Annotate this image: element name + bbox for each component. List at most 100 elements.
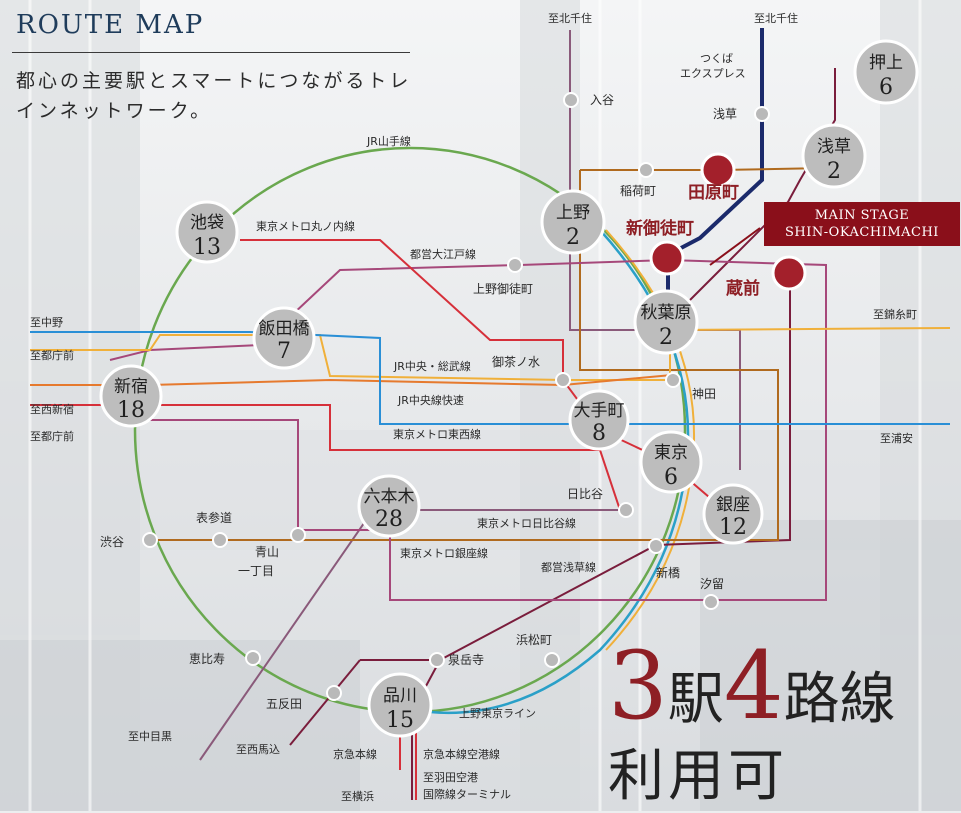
ginza-name: 銀座 [716, 495, 750, 515]
station-shinokachimachi [649, 240, 685, 276]
oedo-label: 都営大江戸線 [410, 247, 476, 261]
ikebukuro-name: 池袋 [190, 213, 224, 233]
kanda-label: 神田 [692, 387, 716, 401]
shinjuku-name: 新宿 [114, 377, 148, 397]
ebisu-label: 恵比寿 [189, 652, 225, 666]
station-omotesando [212, 532, 228, 548]
station-kuramae [771, 255, 807, 291]
page-title: ROUTE MAP [16, 10, 205, 40]
main-stage-line2: SHIN-OKACHIMACHI [785, 225, 939, 240]
dir-haneda-2: 国際線ターミナル [423, 787, 511, 801]
asakusa-line [689, 68, 836, 301]
station-ueno [540, 189, 606, 255]
dir-nishimagome: 至西馬込 [236, 743, 280, 756]
station-ginza [702, 483, 764, 545]
summary-station-count: 3 [608, 632, 668, 741]
station-tokyo [639, 430, 703, 494]
dir-kinshicho: 至錦糸町 [873, 307, 917, 321]
ueno-okachimachi-label: 上野御徒町 [473, 281, 533, 296]
asakusa-tx-label: 浅草 [713, 107, 737, 121]
station-tawaramachi [700, 152, 736, 188]
hamamatsucho-label: 浜松町 [516, 633, 552, 647]
dir-haneda-1: 至羽田空港 [423, 770, 478, 784]
main-stage-line1: MAIN STAGE [814, 208, 910, 223]
station-shiodome [703, 594, 719, 610]
station-shibuya [142, 532, 158, 548]
summary-lines-word: 路線 [783, 667, 896, 732]
station-roppongi [357, 474, 421, 538]
station-asakusa [801, 123, 867, 189]
asakusa-name: 浅草 [817, 137, 851, 157]
station-hibiya [618, 502, 634, 518]
tokyo-minutes: 6 [664, 465, 678, 490]
roppongi-name: 六本木 [364, 487, 415, 507]
akihabara-name: 秋葉原 [641, 303, 692, 323]
otemachi-minutes: 8 [592, 421, 606, 446]
hibiya-line-label: 東京メトロ日比谷線 [477, 516, 576, 530]
hibiya-label: 日比谷 [567, 487, 603, 501]
ueno-name: 上野 [556, 203, 590, 223]
ginza-line [580, 167, 827, 171]
aoyama-label: 青山 [255, 545, 279, 559]
dir-tochomae-b: 至都庁前 [30, 429, 74, 443]
dir-yokohama: 至横浜 [341, 789, 374, 803]
marunouchi-label: 東京メトロ丸ノ内線 [256, 219, 355, 233]
tsukuba-label-2: エクスプレス [680, 67, 746, 80]
station-asakusa-tx [754, 106, 770, 122]
tozai-line [30, 331, 950, 425]
station-gotanda [326, 685, 342, 701]
kuramae-label: 蔵前 [726, 278, 760, 299]
ginza-line-label: 東京メトロ銀座線 [400, 546, 488, 560]
chuo-sobu-line [30, 327, 951, 381]
dir-kitasenju-a: 至北千住 [548, 11, 592, 25]
summary-stations-word: 駅 [667, 667, 724, 732]
station-shinbashi [648, 538, 664, 554]
oshiage-minutes: 6 [879, 75, 893, 100]
station-kanda [665, 372, 681, 388]
shinagawa-minutes: 15 [386, 708, 414, 733]
asakusa-minutes: 2 [827, 159, 841, 184]
tsukuba-label-1: つくば [700, 52, 733, 65]
ueno-tokyo-label: 上野東京ライン [459, 706, 536, 720]
station-ochanomizu [555, 372, 571, 388]
shinagawa-name: 品川 [383, 686, 417, 706]
dir-nishishinjuku: 至西新宿 [30, 402, 74, 416]
shiodome-label: 汐留 [700, 576, 724, 591]
station-ebisu [245, 650, 261, 666]
otemachi-name: 大手町 [574, 401, 625, 421]
station-ikebukuro [175, 200, 239, 264]
dir-urayasu: 至浦安 [880, 431, 913, 445]
gotanda-label: 五反田 [266, 697, 302, 711]
shinbashi-label: 新橋 [656, 565, 680, 580]
page-subtitle: 都心の主要駅とスマートにつながるトレインネットワーク。 [16, 70, 412, 122]
aoyama-itchome-label: 一丁目 [238, 564, 274, 578]
station-shinjuku [99, 364, 163, 428]
station-shinagawa [367, 672, 433, 738]
summary-available: 利用可 [608, 744, 788, 809]
dir-kitasenju-b: 至北千住 [754, 11, 798, 25]
dir-nakameguro: 至中目黒 [128, 730, 172, 743]
ochanomizu-label: 御茶ノ水 [492, 354, 540, 369]
ueno-minutes: 2 [566, 225, 580, 250]
access-summary: 3駅4路線 利用可 [608, 640, 948, 813]
chuo-sobu-label: JR中央・総武線 [393, 359, 471, 373]
sengakuji-label: 泉岳寺 [448, 653, 484, 667]
title-divider [12, 52, 410, 53]
roppongi-minutes: 28 [375, 507, 403, 532]
shibuya-label: 渋谷 [100, 535, 124, 549]
ikebukuro-minutes: 13 [193, 235, 221, 260]
station-oshiage [853, 39, 919, 105]
station-hamamatsucho [544, 652, 560, 668]
station-iidabashi [252, 306, 316, 370]
station-akihabara [633, 289, 699, 355]
dir-tochomae-a: 至都庁前 [30, 348, 74, 362]
shinokachimachi-label: 新御徒町 [626, 218, 694, 239]
keikyu-airport-label: 京急本線空港線 [423, 747, 500, 761]
station-inaricho [638, 162, 654, 178]
ginza-minutes: 12 [719, 515, 747, 540]
dir-nakano: 至中野 [30, 316, 63, 329]
iidabashi-minutes: 7 [277, 339, 291, 364]
station-ueno-okachimachi [507, 257, 523, 273]
